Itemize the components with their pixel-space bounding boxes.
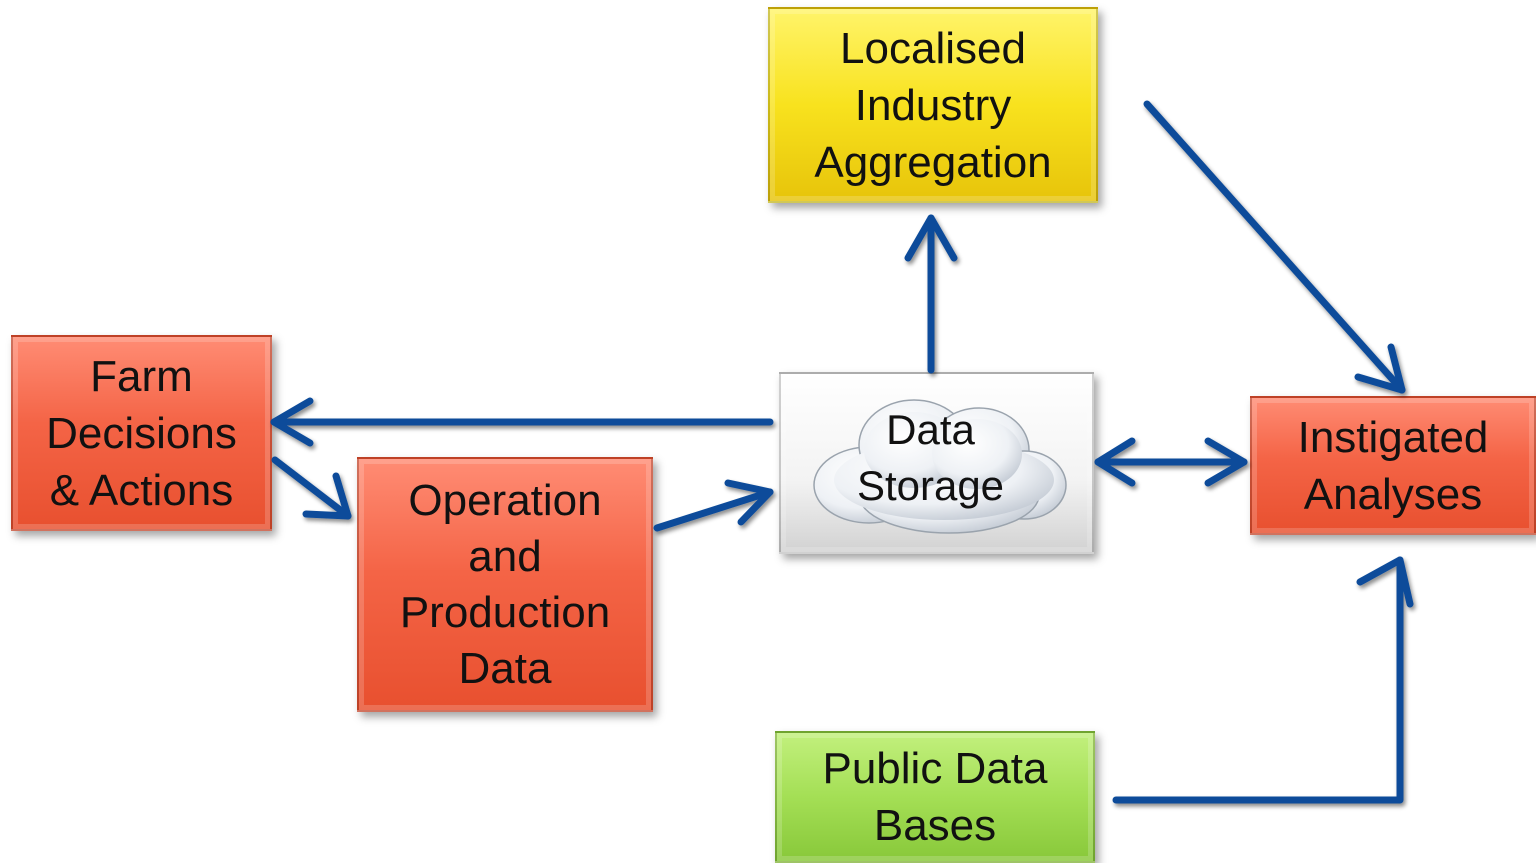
node-farm-decisions-actions: Farm Decisions & Actions xyxy=(11,335,272,531)
node-public-data-bases: Public Data Bases xyxy=(775,731,1095,863)
arrow-operation-to-storage xyxy=(653,479,774,532)
arrow-storage-to-farm xyxy=(270,397,774,447)
arrow-farm-to-operation xyxy=(271,456,352,520)
node-data-storage: Data Storage xyxy=(779,372,1094,554)
node-label: Data Storage xyxy=(856,406,1005,509)
node-instigated-analyses: Instigated Analyses xyxy=(1250,396,1536,535)
node-label: Farm Decisions & Actions xyxy=(46,351,237,515)
arrow-public-to-instigated xyxy=(1112,556,1414,804)
node-label: Operation and Production Data xyxy=(399,475,611,693)
node-label: Localised Industry Aggregation xyxy=(814,23,1052,187)
node-label: Instigated Analyses xyxy=(1297,412,1489,519)
arrow-aggregation-to-instigated xyxy=(1143,100,1406,394)
node-localised-industry-aggregation: Localised Industry Aggregation xyxy=(768,7,1098,203)
cloud-icon xyxy=(813,399,1067,534)
node-operation-production-data: Operation and Production Data xyxy=(357,457,653,712)
node-label: Public Data Bases xyxy=(822,744,1048,850)
arrow-storage-to-aggregation xyxy=(904,214,958,374)
arrow-storage-instigated-bidirectional xyxy=(1094,437,1248,487)
